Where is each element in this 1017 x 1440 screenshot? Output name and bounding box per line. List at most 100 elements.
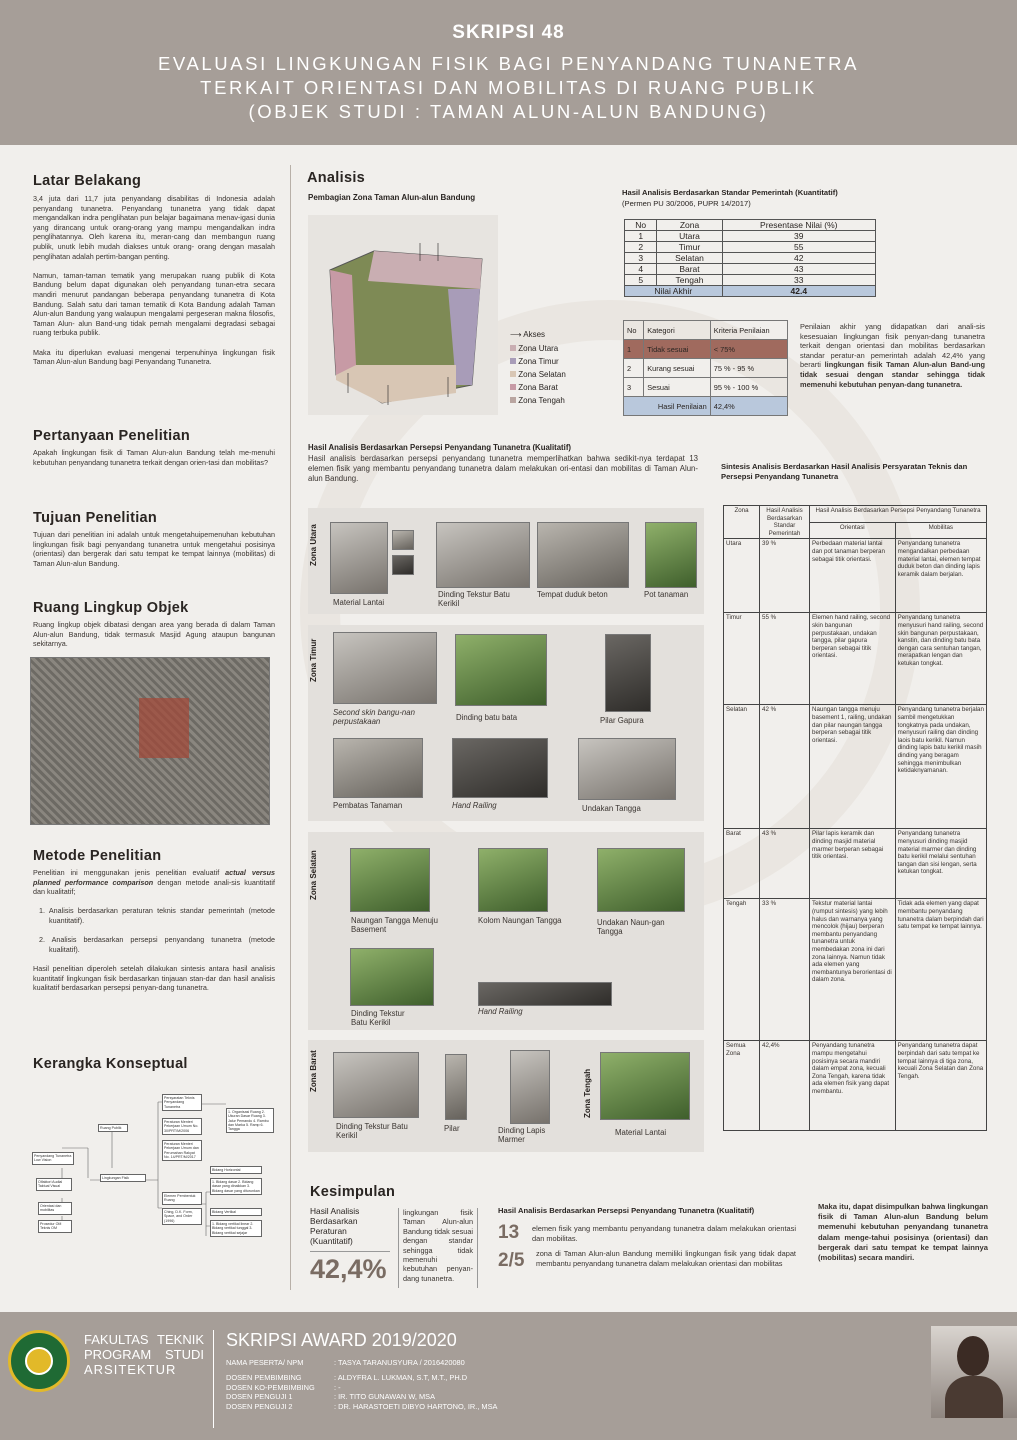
tujuan-title: Tujuan Penelitian: [33, 510, 158, 526]
poster-footer: FAKULTAS TEKNIK PROGRAM STUDI ARSITEKTUR…: [0, 1312, 1017, 1440]
site-highlight: [139, 698, 189, 758]
photo-hand-railing-selatan: [478, 982, 612, 1006]
photo-dinding-tekstur-barat: [333, 1052, 419, 1118]
poster-title: EVALUASI LINGKUNGAN FISIK BAGI PENYANDAN…: [157, 53, 860, 122]
kerangka-box: Peraturan Menteri Pekerjaan Umum dan Per…: [162, 1140, 202, 1162]
photo-undakan-tangga: [578, 738, 676, 800]
photo-tempat-duduk: [537, 522, 629, 588]
zona-selatan-label: Zona Selatan: [309, 850, 318, 900]
photo-lantai-detail: [392, 530, 414, 550]
legend-barat: Zona Barat: [510, 383, 566, 396]
photo-pilar: [445, 1054, 467, 1120]
kesimpulan-final: Maka itu, dapat disimpulkan bahwa lingku…: [818, 1202, 988, 1263]
kerangka-box: 1. Organisasi Ruang 2. Ukuran Dasar Ruan…: [226, 1108, 274, 1134]
caption: Dinding Lapis Marmer: [498, 1126, 546, 1144]
caption: Pot tanaman: [644, 590, 689, 599]
list-item: DOSEN KO-PEMBIMBING: -: [226, 1382, 341, 1392]
student-photo: [931, 1326, 1017, 1418]
ruang-title: Ruang Lingkup Objek: [33, 600, 189, 616]
kerangka-box: Bidang Horizontal: [210, 1166, 262, 1175]
legend-timur: Zona Timur: [510, 357, 566, 370]
kerangka-box: Persyaratan Teknis Penyandang Tunanetra: [162, 1094, 202, 1111]
latar-title: Latar Belakang: [33, 173, 142, 189]
photo-material-lantai-tengah: [600, 1052, 690, 1120]
legend-utara: Zona Utara: [510, 344, 566, 357]
pertanyaan-text: Apakah lingkungan fisik di Taman Alun-al…: [33, 448, 275, 467]
kerangka-connectors: [61, 1101, 226, 1236]
caption: Pembatas Tanaman: [333, 801, 403, 810]
faculty-name: FAKULTAS TEKNIK PROGRAM STUDI ARSITEKTUR: [84, 1332, 204, 1377]
photo-pilar-gapura: [605, 634, 651, 712]
photo-material-lantai: [330, 522, 388, 594]
metode-title: Metode Penelitian: [33, 848, 162, 864]
kerangka-box: Peraturan Menteri Pekerjaan Umum No. 30/…: [162, 1118, 202, 1135]
kesimpulan-kuant-box: lingkungan fisik Taman Alun-alun Bandung…: [398, 1208, 478, 1288]
caption: Dinding Tekstur Batu Kerikil: [351, 1009, 405, 1027]
kual-title: Hasil Analisis Berdasarkan Persepsi Peny…: [308, 443, 572, 452]
zona-barat-label: Zona Barat: [309, 1050, 318, 1092]
kerangka-box: Bidang Vertikal: [210, 1208, 262, 1217]
photo-kolom-naungan: [478, 848, 548, 912]
penilaian-text: Penilaian akhir yang didapatkan dari ana…: [800, 322, 985, 389]
photo-dinding-marmer: [510, 1050, 550, 1124]
kerangka-box: Prosedur OM Teknis OM: [38, 1220, 72, 1233]
photo-pot-tanaman: [645, 522, 697, 588]
site-plan-drawing: [329, 243, 483, 405]
caption: Hand Railing: [452, 801, 497, 810]
photo-dinding-batu-bata: [455, 634, 547, 706]
kesimpulan-kuant-label: Hasil Analisis Berdasarkan Peraturan (Ku…: [310, 1206, 360, 1246]
caption: Dinding Tekstur Batu Kerikil: [438, 590, 510, 608]
ruang-text: Ruang lingkup objek dibatasi dengan area…: [33, 620, 275, 649]
photo-undakan-naungan: [597, 848, 685, 912]
kerangka-box: Ruang Publik: [98, 1124, 128, 1133]
metode-text: Penelitian ini menggunakan jenis penelit…: [33, 868, 276, 993]
photo-second-skin: [333, 632, 437, 704]
kerangka-box: 1. Bidang dasar 2. Bidang dasar yang din…: [210, 1178, 262, 1195]
kesimpulan-kual-title: Hasil Analisis Berdasarkan Persepsi Peny…: [498, 1206, 755, 1215]
caption: Tempat duduk beton: [537, 590, 608, 599]
legend-tengah: Zona Tengah: [510, 396, 566, 409]
skripsi-number: SKRIPSI 48: [452, 22, 565, 43]
kerangka-title: Kerangka Konseptual: [33, 1056, 188, 1072]
zona-timur-label: Zona Timur: [309, 638, 318, 682]
kesimpulan-n1: 13: [498, 1222, 520, 1243]
photo-dinding-tekstur: [436, 522, 530, 588]
kuant-title: Hasil Analisis Berdasarkan Standar Pemer…: [622, 188, 838, 197]
caption: Dinding batu bata: [456, 713, 518, 722]
latar-text: 3,4 juta dari 11,7 juta penyandang disab…: [33, 194, 275, 367]
legend-selatan: Zona Selatan: [510, 370, 566, 383]
university-logo: [8, 1330, 70, 1392]
aerial-map-image: [30, 657, 270, 825]
zona-title: Pembagian Zona Taman Alun-alun Bandung: [308, 193, 476, 202]
people-list: NAMA PESERTA/ NPM: TASYA TARANUSYURA / 2…: [226, 1358, 497, 1411]
kerangka-box: Orientasi dan mobilitas: [38, 1202, 72, 1215]
kesimpulan-kuant-value: 42,4%: [310, 1254, 387, 1284]
photo-lantai-detail: [392, 555, 414, 575]
tujuan-text: Tujuan dari penelitian ini adalah untuk …: [33, 530, 275, 568]
kerangka-box: Ching, D.K. Form, Space, and Order (1996…: [162, 1208, 202, 1225]
poster-header: SKRIPSI 48 EVALUASI LINGKUNGAN FISIK BAG…: [0, 0, 1017, 145]
caption: Kolom Naungan Tangga: [478, 916, 562, 925]
caption: Undakan Tangga: [582, 804, 641, 813]
column-divider: [290, 165, 291, 1290]
kual-text: Hasil analisis berdasarkan persepsi peny…: [308, 454, 698, 483]
photo-dinding-tekstur-selatan: [350, 948, 434, 1006]
list-item: DOSEN PENGUJI 2: DR. HARASTOETI DIBYO HA…: [226, 1401, 498, 1411]
kerangka-diagram: Penyandang Tunanetra Low Vision Olfaktor…: [30, 1088, 278, 1238]
kesimpulan-n2: 2/5: [498, 1250, 525, 1271]
